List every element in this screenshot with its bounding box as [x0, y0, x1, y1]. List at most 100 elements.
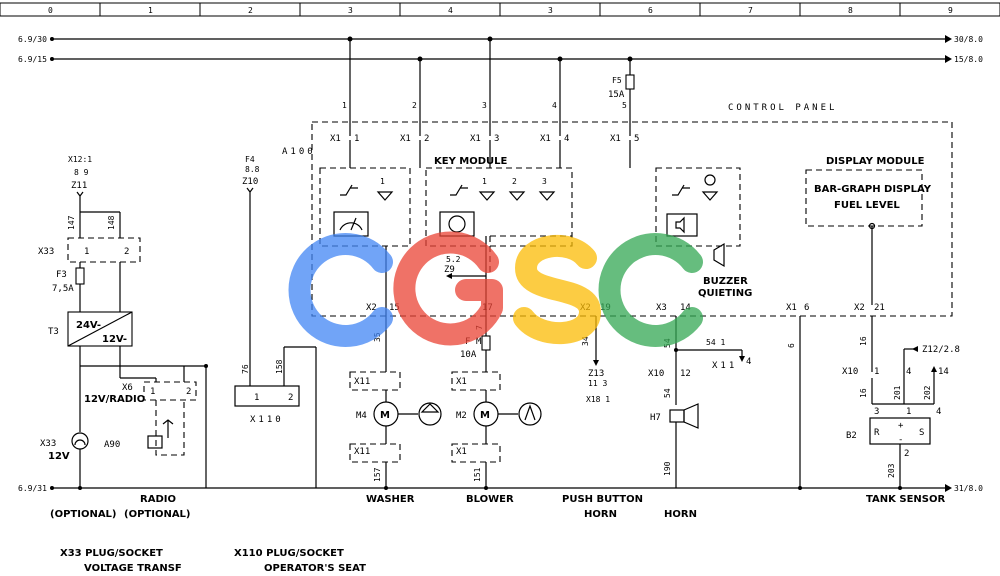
display-module: DISPLAY MODULE BAR-GRAPH DISPLAY FUEL LE… [805, 156, 932, 305]
legend: X33 PLUG/SOCKET VOLTAGE TRANSF X110 PLUG… [60, 548, 366, 574]
x110-connector [234, 385, 300, 407]
blower-m2-label: M2 [456, 411, 467, 421]
horn-x10-label: X10 [648, 369, 664, 379]
label-horn: HORN [664, 509, 697, 520]
buzzer-label-1: BUZZER [703, 276, 748, 287]
wire-203: 203 [887, 463, 896, 478]
x2-conn-21: X2 [854, 303, 865, 313]
fuse-f5-label: F5 [612, 76, 622, 85]
x6-label: X6 [122, 383, 133, 393]
wire-5: 5 [622, 101, 627, 110]
rail-30-right: 30/8.0 [954, 35, 983, 44]
display-line-2: FUEL LEVEL [834, 200, 900, 211]
t3-label: T3 [48, 327, 59, 337]
blower-fan-icon [518, 402, 542, 426]
washer-switch-module: 1 [319, 167, 411, 247]
z10-label: Z10 [242, 177, 258, 187]
x2-conn-15: X2 [366, 303, 377, 313]
wire-158: 158 [275, 359, 284, 374]
speaker-icon [666, 213, 698, 237]
x3-conn-14: X3 [656, 303, 667, 313]
buzzer-icon [713, 242, 725, 268]
wire-1: 1 [342, 101, 347, 110]
wire-201: 201 [893, 385, 902, 400]
tank-p2: 2 [904, 449, 909, 459]
socket-icon [71, 432, 89, 450]
label-push-button: PUSH BUTTON [562, 494, 643, 505]
watermark-c-blue [288, 233, 393, 347]
grid-col-2: 2 [248, 6, 253, 15]
bottom-labels: RADIO (OPTIONAL) (OPTIONAL) WASHER BLOWE… [50, 494, 945, 520]
grid-header: 0 1 2 3 4 3 6 7 8 9 [0, 2, 1000, 17]
x18-label: X18 1 [586, 395, 610, 404]
wire-4: 4 [552, 101, 557, 110]
x3-pin-14: 14 [680, 303, 691, 313]
wire-6: 6 [787, 343, 796, 348]
x1-conn-3: X1 [470, 134, 481, 144]
blower-fuse-rating: 10A [460, 350, 477, 360]
watermark-s-yellow [513, 234, 602, 345]
wire-147: 147 [67, 215, 76, 230]
x12-pins: 8 9 [74, 168, 89, 177]
x2-pin-21: 21 [874, 303, 885, 313]
rail-31-left: 6.9/31 [18, 484, 47, 493]
tank-b2-label: B2 [846, 431, 857, 441]
label-radio: RADIO [140, 494, 176, 505]
wire-541: 54 1 [706, 338, 725, 347]
wire-76: 76 [241, 364, 250, 374]
watermark-c-green [598, 233, 703, 347]
washer-lamp-1: 1 [380, 177, 385, 186]
x1-pin-4: 4 [564, 134, 569, 144]
blower-m-ref: M [476, 337, 482, 347]
control-panel: CONTROL PANEL A100 F5 15A 1 2 3 4 5 X1 1… [282, 36, 953, 317]
x1-conn-1: X1 [330, 134, 341, 144]
wiper-icon [333, 211, 369, 237]
rail-15-left: 6.9/15 [18, 55, 47, 64]
rail-30-left: 6.9/30 [18, 35, 47, 44]
x1-pin-1: 1 [354, 134, 359, 144]
tank-p1: 1 [906, 407, 911, 417]
grid-col-3: 3 [348, 6, 353, 15]
buzzer-label-2: QUIETING [698, 288, 752, 299]
f4-label: F4 [245, 155, 255, 164]
x110-pin-2: 2 [288, 393, 293, 403]
seat-circuit: F4 8.8 Z10 76 158 1 2 X110 [234, 155, 317, 488]
wire-34: 34 [581, 336, 590, 346]
tank-plus: + [898, 421, 904, 431]
wire-148: 148 [107, 215, 116, 230]
x33-pin-1: 1 [84, 247, 89, 257]
x12-ref: X12:1 [68, 155, 92, 164]
z12-label: Z12/2.8 [922, 345, 960, 355]
x33-label: X33 [38, 247, 54, 257]
x33b-voltage: 12V [48, 451, 70, 462]
grid-col-5: 3 [548, 6, 553, 15]
fuse-f3-rating: 7,5A [52, 284, 74, 294]
a90-label: A90 [104, 440, 120, 450]
horn-x11-pin: 4 [746, 357, 751, 367]
x110-pin-1: 1 [254, 393, 259, 403]
x1-conn-2: X1 [400, 134, 411, 144]
grid-col-9: 9 [948, 6, 953, 15]
z13-sub: 11 3 [588, 379, 607, 388]
legend-x110-a: X110 PLUG/SOCKET [234, 548, 344, 559]
watermark-g-red [393, 231, 503, 346]
z9-label: Z9 [444, 265, 455, 275]
power-rails: 6.9/30 30/8.0 6.9/15 15/8.0 6.9/31 31/8.… [18, 35, 983, 493]
x1-pin-5: 5 [634, 134, 639, 144]
wire-16: 16 [859, 336, 868, 346]
cgsc-watermark [288, 231, 703, 347]
label-tank-sensor: TANK SENSOR [866, 494, 945, 505]
x33b-label: X33 [40, 439, 56, 449]
display-module-title: DISPLAY MODULE [826, 156, 925, 167]
label-washer: WASHER [366, 494, 415, 505]
tank-x10-pin: 1 [874, 367, 879, 377]
radio-circuit: X12:1 8 9 Z11 147 148 X33 1 2 F3 7,5A 24… [38, 155, 208, 490]
tank-x10-label: X10 [842, 367, 858, 377]
horn-x10-pin: 12 [680, 369, 691, 379]
x6-pin-1: 1 [150, 387, 155, 397]
fuse-f5-rating: 15A [608, 90, 625, 100]
washer-pump-icon [418, 402, 442, 426]
horn-icon [669, 409, 685, 423]
tank-p4b: 4 [936, 407, 941, 417]
x1-conn-4: X1 [540, 134, 551, 144]
